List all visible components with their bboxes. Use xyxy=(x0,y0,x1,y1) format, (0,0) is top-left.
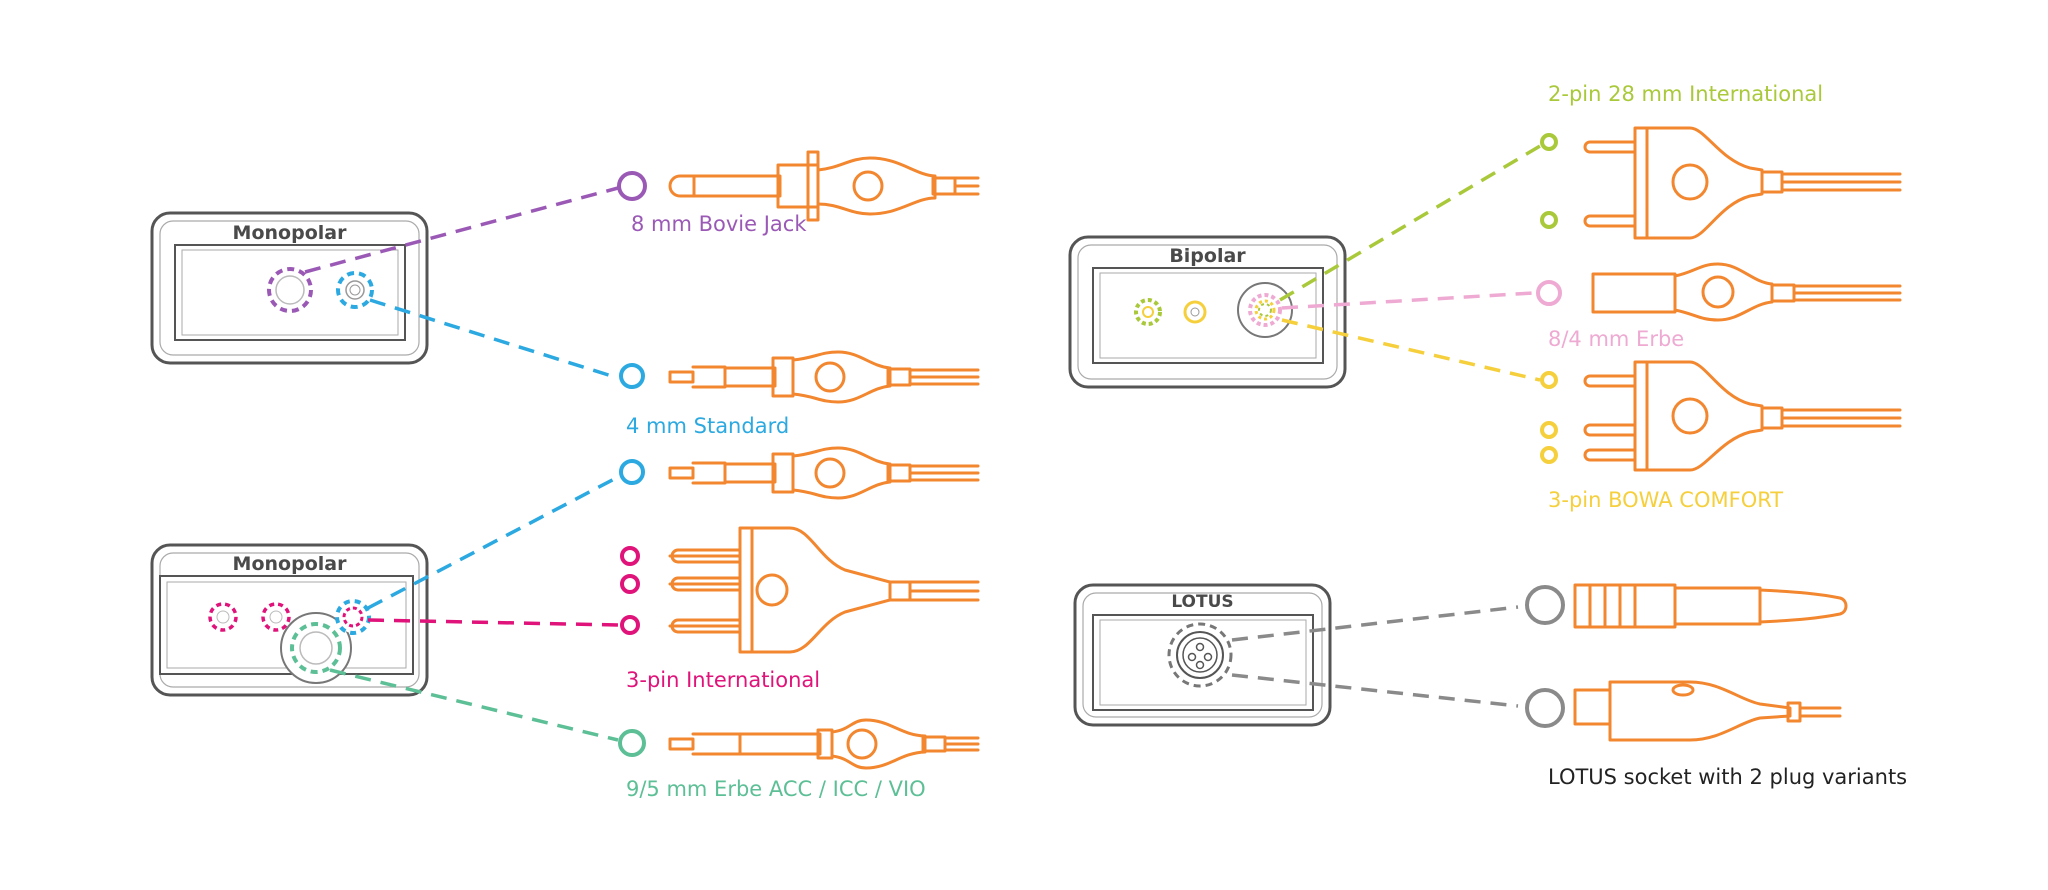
pin-markers xyxy=(617,133,1565,757)
monopolar-box-1-title: Monopolar xyxy=(232,222,347,244)
bipolar-box-title: Bipolar xyxy=(1169,245,1246,267)
lotus-box-title: LOTUS xyxy=(1171,592,1234,612)
lotus-plug-1 xyxy=(1573,583,1848,629)
monopolar-box-1 xyxy=(150,211,429,365)
intl3-label: 3-pin International xyxy=(626,668,821,692)
intl2-label: 2-pin 28 mm International xyxy=(1548,82,1824,106)
lotus-socket xyxy=(1167,622,1233,688)
erbe84-label: 8/4 mm Erbe xyxy=(1548,327,1685,351)
erbe-acc-plug xyxy=(668,718,980,770)
bowa-label: 3-pin BOWA COMFORT xyxy=(1548,488,1784,512)
bovie-label: 8 mm Bovie Jack xyxy=(631,212,807,236)
monopolar-box-2 xyxy=(150,543,429,697)
connector-lines xyxy=(304,144,1541,742)
standard-label: 4 mm Standard xyxy=(626,414,790,438)
lotus-label: LOTUS socket with 2 plug variants xyxy=(1548,765,1908,789)
erbe-acc-label: 9/5 mm Erbe ACC / ICC / VIO xyxy=(626,777,926,801)
erbe84-plug xyxy=(1591,262,1902,322)
intl2-plug xyxy=(1583,126,1902,240)
intl3-plug xyxy=(668,526,980,654)
standard-plug xyxy=(668,350,980,404)
bovie-socket xyxy=(267,267,313,313)
standard-socket-2 xyxy=(335,599,371,635)
lotus-plug-2 xyxy=(1573,680,1842,742)
lotus-box xyxy=(1073,583,1332,727)
erbe-acc-socket xyxy=(290,622,342,674)
standard-socket xyxy=(336,271,374,309)
standard-plug-2 xyxy=(668,446,980,500)
bipolar-box xyxy=(1068,235,1347,389)
bovie-plug xyxy=(668,150,980,222)
bowa-plug xyxy=(1583,360,1902,472)
monopolar-box-2-title: Monopolar xyxy=(232,553,347,575)
